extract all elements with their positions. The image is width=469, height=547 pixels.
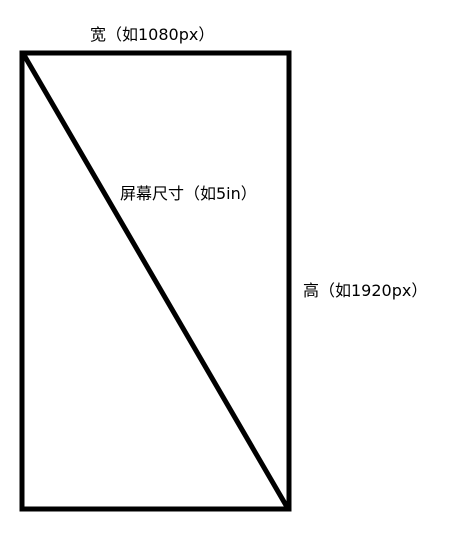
- height-label: 高（如1920px）: [303, 281, 428, 300]
- diagonal-label: 屏幕尺寸（如5in）: [120, 184, 257, 203]
- width-label: 宽（如1080px）: [90, 25, 215, 44]
- screen-outline: [19, 50, 292, 512]
- diagonal-line: [20, 51, 291, 511]
